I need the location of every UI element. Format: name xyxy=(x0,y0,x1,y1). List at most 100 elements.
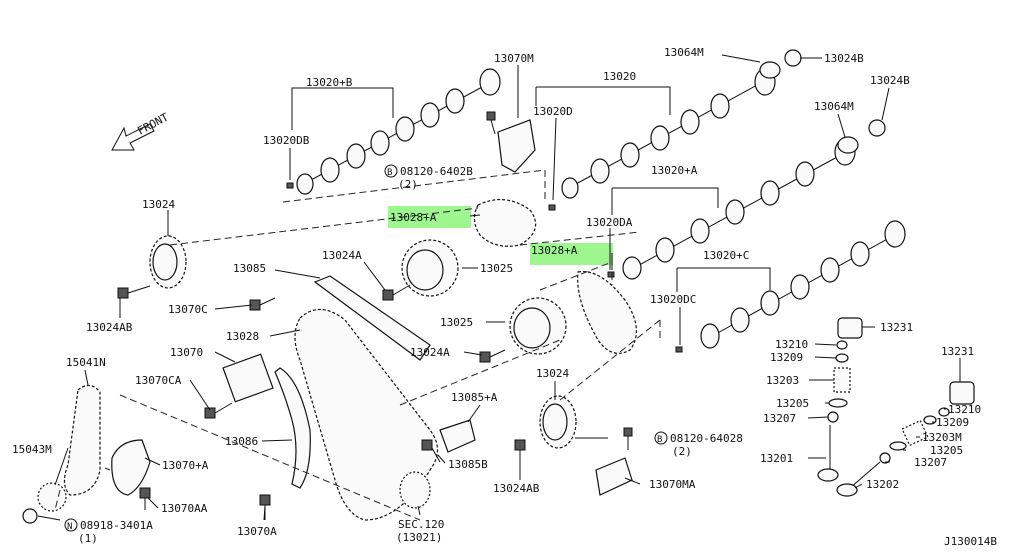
chain-13028a-lower xyxy=(577,270,637,354)
label-13024b-right: 13024B xyxy=(870,74,910,87)
label-08120-64028-qty: (2) xyxy=(672,445,692,458)
label-13209-left: 13209 xyxy=(770,351,803,364)
label-13205-right: 13205 xyxy=(930,444,963,457)
camshaft-13020-c xyxy=(700,220,906,349)
label-13024b-top: 13024B xyxy=(824,52,864,65)
label-13203: 13203 xyxy=(766,374,799,387)
nut-08918-3401a xyxy=(22,508,38,524)
label-08918-3401a: 08918-3401A xyxy=(80,519,153,532)
bolt-08120-6402b xyxy=(486,111,496,135)
bolt-marker-b2-icon xyxy=(654,431,668,445)
bolt-13024a-top xyxy=(382,284,411,301)
sprocket-13025-top xyxy=(401,239,459,297)
label-13070: 13070 xyxy=(170,346,203,359)
label-13025-mid: 13025 xyxy=(440,316,473,329)
bolt-13070aa xyxy=(139,487,151,510)
tensioner-13070 xyxy=(222,353,274,403)
leader-lines xyxy=(37,54,961,521)
label-13201: 13201 xyxy=(760,452,793,465)
label-08120-6402b: 08120-6402B xyxy=(400,165,473,178)
label-08120-6402b-qty: (2) xyxy=(398,178,418,191)
label-08120-64028: 08120-64028 xyxy=(670,432,743,445)
label-13070c: 13070C xyxy=(168,303,208,316)
bolt-13024a-mid xyxy=(479,349,506,363)
label-13207-left: 13207 xyxy=(763,412,796,425)
label-13231-top: 13231 xyxy=(880,321,913,334)
bolt-13070ca xyxy=(204,402,233,419)
label-13024-left: 13024 xyxy=(142,198,175,211)
cam-ring-13064m-top xyxy=(759,61,781,79)
label-13020da: 13020DA xyxy=(586,216,633,229)
sprocket-15043m xyxy=(37,482,67,512)
label-13024a-mid: 13024A xyxy=(410,346,450,359)
sprocket-13025-mid xyxy=(509,297,567,355)
bolt-13024ab-left xyxy=(117,285,151,299)
label-13086: 13086 xyxy=(225,435,258,448)
chain-13028 xyxy=(294,308,439,521)
label-08918-3401a-qty: (1) xyxy=(78,532,98,545)
label-13020-c: 13020+C xyxy=(703,249,749,262)
label-13024ab-mid: 13024AB xyxy=(493,482,540,495)
label-13210-right: 13210 xyxy=(948,403,981,416)
chain-15041n xyxy=(63,384,101,496)
label-13024ab-left: 13024AB xyxy=(86,321,133,334)
label-13020db: 13020DB xyxy=(263,134,310,147)
label-13070ma: 13070MA xyxy=(649,478,696,491)
label-13085: 13085 xyxy=(233,262,266,275)
label-13028a-upper: 13028+A xyxy=(390,211,437,224)
label-13207-right: 13207 xyxy=(914,456,947,469)
label-sec120: SEC.120 xyxy=(398,518,444,531)
label-13209-right: 13209 xyxy=(936,416,969,429)
label-13070aa: 13070AA xyxy=(161,502,208,515)
highlight-13028a-lower xyxy=(530,243,613,265)
footer-code: J130014B xyxy=(944,535,997,548)
sensor-13070m xyxy=(497,119,536,173)
label-13205-left: 13205 xyxy=(776,397,809,410)
nut-marker-n-icon xyxy=(64,518,78,532)
sprocket-13024-mid xyxy=(539,395,577,449)
bolt-marker-b2-letter: B xyxy=(657,435,662,445)
label-13025-top: 13025 xyxy=(480,262,513,275)
label-13020d: 13020D xyxy=(533,105,573,118)
label-13070m: 13070M xyxy=(494,52,534,65)
label-13064m-mid: 13064M xyxy=(814,100,854,113)
highlight-13028a-upper xyxy=(388,206,471,228)
sprocket-sec120 xyxy=(399,471,431,509)
chain-13028a-upper xyxy=(473,199,537,247)
label-13028a-lower: 13028+A xyxy=(531,244,578,257)
camshaft-13020-a xyxy=(622,138,856,280)
label-13020: 13020 xyxy=(603,70,636,83)
label-13070-a: 13070+A xyxy=(162,459,209,472)
dashed-outlines xyxy=(54,169,661,521)
label-13085b: 13085B xyxy=(448,458,488,471)
dowel-13020da xyxy=(607,271,615,278)
camshaft-13020-b xyxy=(296,68,501,195)
label-13028: 13028 xyxy=(226,330,259,343)
label-13024a-top: 13024A xyxy=(322,249,362,262)
label-sec120-sub: (13021) xyxy=(396,531,442,544)
cap-13024b-top xyxy=(784,49,802,67)
label-13210-left: 13210 xyxy=(775,338,808,351)
bolt-marker-b-icon xyxy=(384,164,398,178)
valve-train-left xyxy=(817,317,863,482)
dowel-13020db xyxy=(286,182,294,189)
label-13064m-top: 13064M xyxy=(664,46,704,59)
label-13020-b: 13020+B xyxy=(306,76,353,89)
tensioner-13070-a xyxy=(111,439,151,496)
tension-guide-13086 xyxy=(274,367,311,489)
label-13024-mid: 13024 xyxy=(536,367,569,380)
cap-13024b-right xyxy=(868,119,886,137)
label-15041n: 15041N xyxy=(66,356,106,369)
label-13203m: 13203M xyxy=(922,431,962,444)
bolt-13070c xyxy=(249,297,276,311)
sensor-13070ma xyxy=(595,457,633,496)
bolt-13085b xyxy=(421,439,441,463)
label-13020dc: 13020DC xyxy=(650,293,696,306)
valve-train-right xyxy=(836,381,975,497)
label-15043m: 15043M xyxy=(12,443,52,456)
cam-ring-13064m-mid xyxy=(837,136,859,154)
label-13070ca: 13070CA xyxy=(135,374,182,387)
dowel-13020d xyxy=(548,204,556,211)
label-13202: 13202 xyxy=(866,478,899,491)
